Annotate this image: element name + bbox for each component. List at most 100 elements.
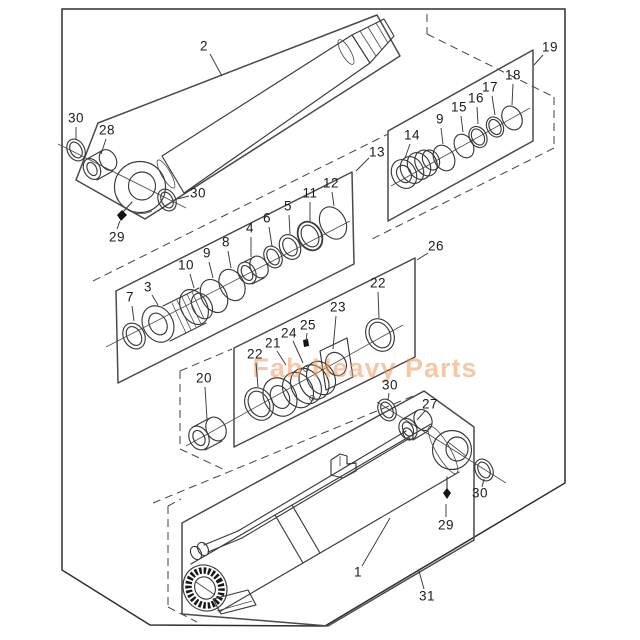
part-label-21: 21 xyxy=(265,336,281,351)
leader-line-6 xyxy=(268,226,273,247)
leader-line-26 xyxy=(416,252,429,261)
ring-18 xyxy=(501,105,523,131)
part-label-15: 15 xyxy=(451,100,467,115)
seal-kit-box-13 xyxy=(115,171,355,384)
leader-line-8 xyxy=(227,250,232,269)
leader-line-30 xyxy=(481,478,485,488)
ring-8 xyxy=(218,268,246,302)
part-label-29: 29 xyxy=(109,230,125,245)
part-label-17: 17 xyxy=(482,80,498,95)
ring-5 xyxy=(278,234,302,260)
leader-line-22 xyxy=(255,362,259,388)
cylinder-tube xyxy=(182,423,473,615)
piston-kit-box-26 xyxy=(233,257,416,448)
part-label-16: 16 xyxy=(468,91,484,106)
seal-kit-13-parts xyxy=(122,206,348,350)
leader-line-16 xyxy=(476,106,479,125)
part-label-10: 10 xyxy=(178,258,194,273)
part-label-9: 9 xyxy=(203,246,211,261)
seal-ring-30d xyxy=(474,458,494,482)
gland-kit-19-parts xyxy=(390,105,523,189)
rod-eye xyxy=(113,160,167,214)
rod-end-parts xyxy=(66,138,177,221)
leader-line-18 xyxy=(511,83,514,106)
part-label-1: 1 xyxy=(354,565,362,580)
seal-ring-30c xyxy=(377,398,397,422)
leader-line-27 xyxy=(416,410,426,421)
mounting-foot xyxy=(212,589,257,615)
leader-line-28 xyxy=(100,138,107,155)
leader-line-23 xyxy=(332,315,337,350)
hydraulic-pipe xyxy=(189,427,414,561)
rod-end-clevis xyxy=(431,429,473,471)
part-label-22: 22 xyxy=(370,276,386,291)
grease-fitting-29a xyxy=(117,201,133,221)
leader-line-12 xyxy=(331,191,335,207)
leader-line-5 xyxy=(288,214,291,235)
bushing-28 xyxy=(82,149,118,181)
port-bracket xyxy=(330,453,357,479)
part-label-29: 29 xyxy=(438,518,454,533)
part-label-5: 5 xyxy=(284,199,292,214)
ring-12 xyxy=(318,206,348,240)
part-label-9: 9 xyxy=(436,112,444,127)
part-label-23: 23 xyxy=(330,300,346,315)
part-label-4: 4 xyxy=(246,221,254,236)
part-label-30: 30 xyxy=(68,111,84,126)
part-label-8: 8 xyxy=(222,235,230,250)
ring-10 xyxy=(179,288,209,326)
leader-line-13 xyxy=(355,157,370,172)
gland-kit-box-19 xyxy=(387,49,534,222)
leader-line-21 xyxy=(276,350,287,366)
part-label-30: 30 xyxy=(382,378,398,393)
ring-7 xyxy=(122,322,146,350)
leader-line-14 xyxy=(404,143,411,159)
part-label-30: 30 xyxy=(190,186,206,201)
part-labels: 2302829301918171615914131211564891037262… xyxy=(68,39,558,604)
leader-line-2 xyxy=(209,53,223,77)
part-label-24: 24 xyxy=(281,326,297,341)
part-label-30: 30 xyxy=(472,486,488,501)
ring-9b xyxy=(432,144,456,172)
axis-lines xyxy=(57,107,531,484)
leader-line-31 xyxy=(418,570,425,590)
leader-line-19 xyxy=(533,54,544,66)
ring-11 xyxy=(296,220,324,252)
watermark-text: Fab Heavy Parts xyxy=(252,353,477,383)
leader-line-25 xyxy=(305,332,308,342)
ring-15 xyxy=(453,133,475,159)
rod-group-box xyxy=(75,14,401,220)
leader-line-15 xyxy=(460,115,464,133)
bushing-20 xyxy=(188,416,227,451)
seal-ring-30b xyxy=(157,188,177,212)
part-label-26: 26 xyxy=(428,239,444,254)
leader-line-1 xyxy=(361,517,391,567)
part-label-31: 31 xyxy=(419,589,435,604)
leader-line-7 xyxy=(131,305,135,322)
leader-line-10 xyxy=(189,273,195,289)
leader-line-3 xyxy=(151,294,159,306)
leader-line-29 xyxy=(116,220,121,230)
ring-17 xyxy=(485,116,505,138)
leader-line-30 xyxy=(176,195,190,200)
leader-line-17 xyxy=(491,95,496,116)
ring-22b xyxy=(365,318,395,352)
ring-16 xyxy=(468,125,488,149)
part-label-27: 27 xyxy=(422,397,438,412)
gland-14 xyxy=(390,149,441,189)
bushing-27 xyxy=(398,408,433,441)
leader-line-22 xyxy=(377,291,380,319)
part-label-14: 14 xyxy=(404,128,420,143)
part-label-3: 3 xyxy=(144,280,152,295)
part-label-25: 25 xyxy=(300,318,316,333)
piston-21 xyxy=(262,360,337,417)
ball-25 xyxy=(303,339,309,347)
group-boxes xyxy=(75,14,534,627)
leader-line-20 xyxy=(204,386,208,420)
part-label-7: 7 xyxy=(126,290,134,305)
ring-6 xyxy=(263,245,283,269)
tube-threads xyxy=(185,567,225,609)
leader-line-24 xyxy=(292,340,304,364)
rod-threads xyxy=(351,18,395,64)
